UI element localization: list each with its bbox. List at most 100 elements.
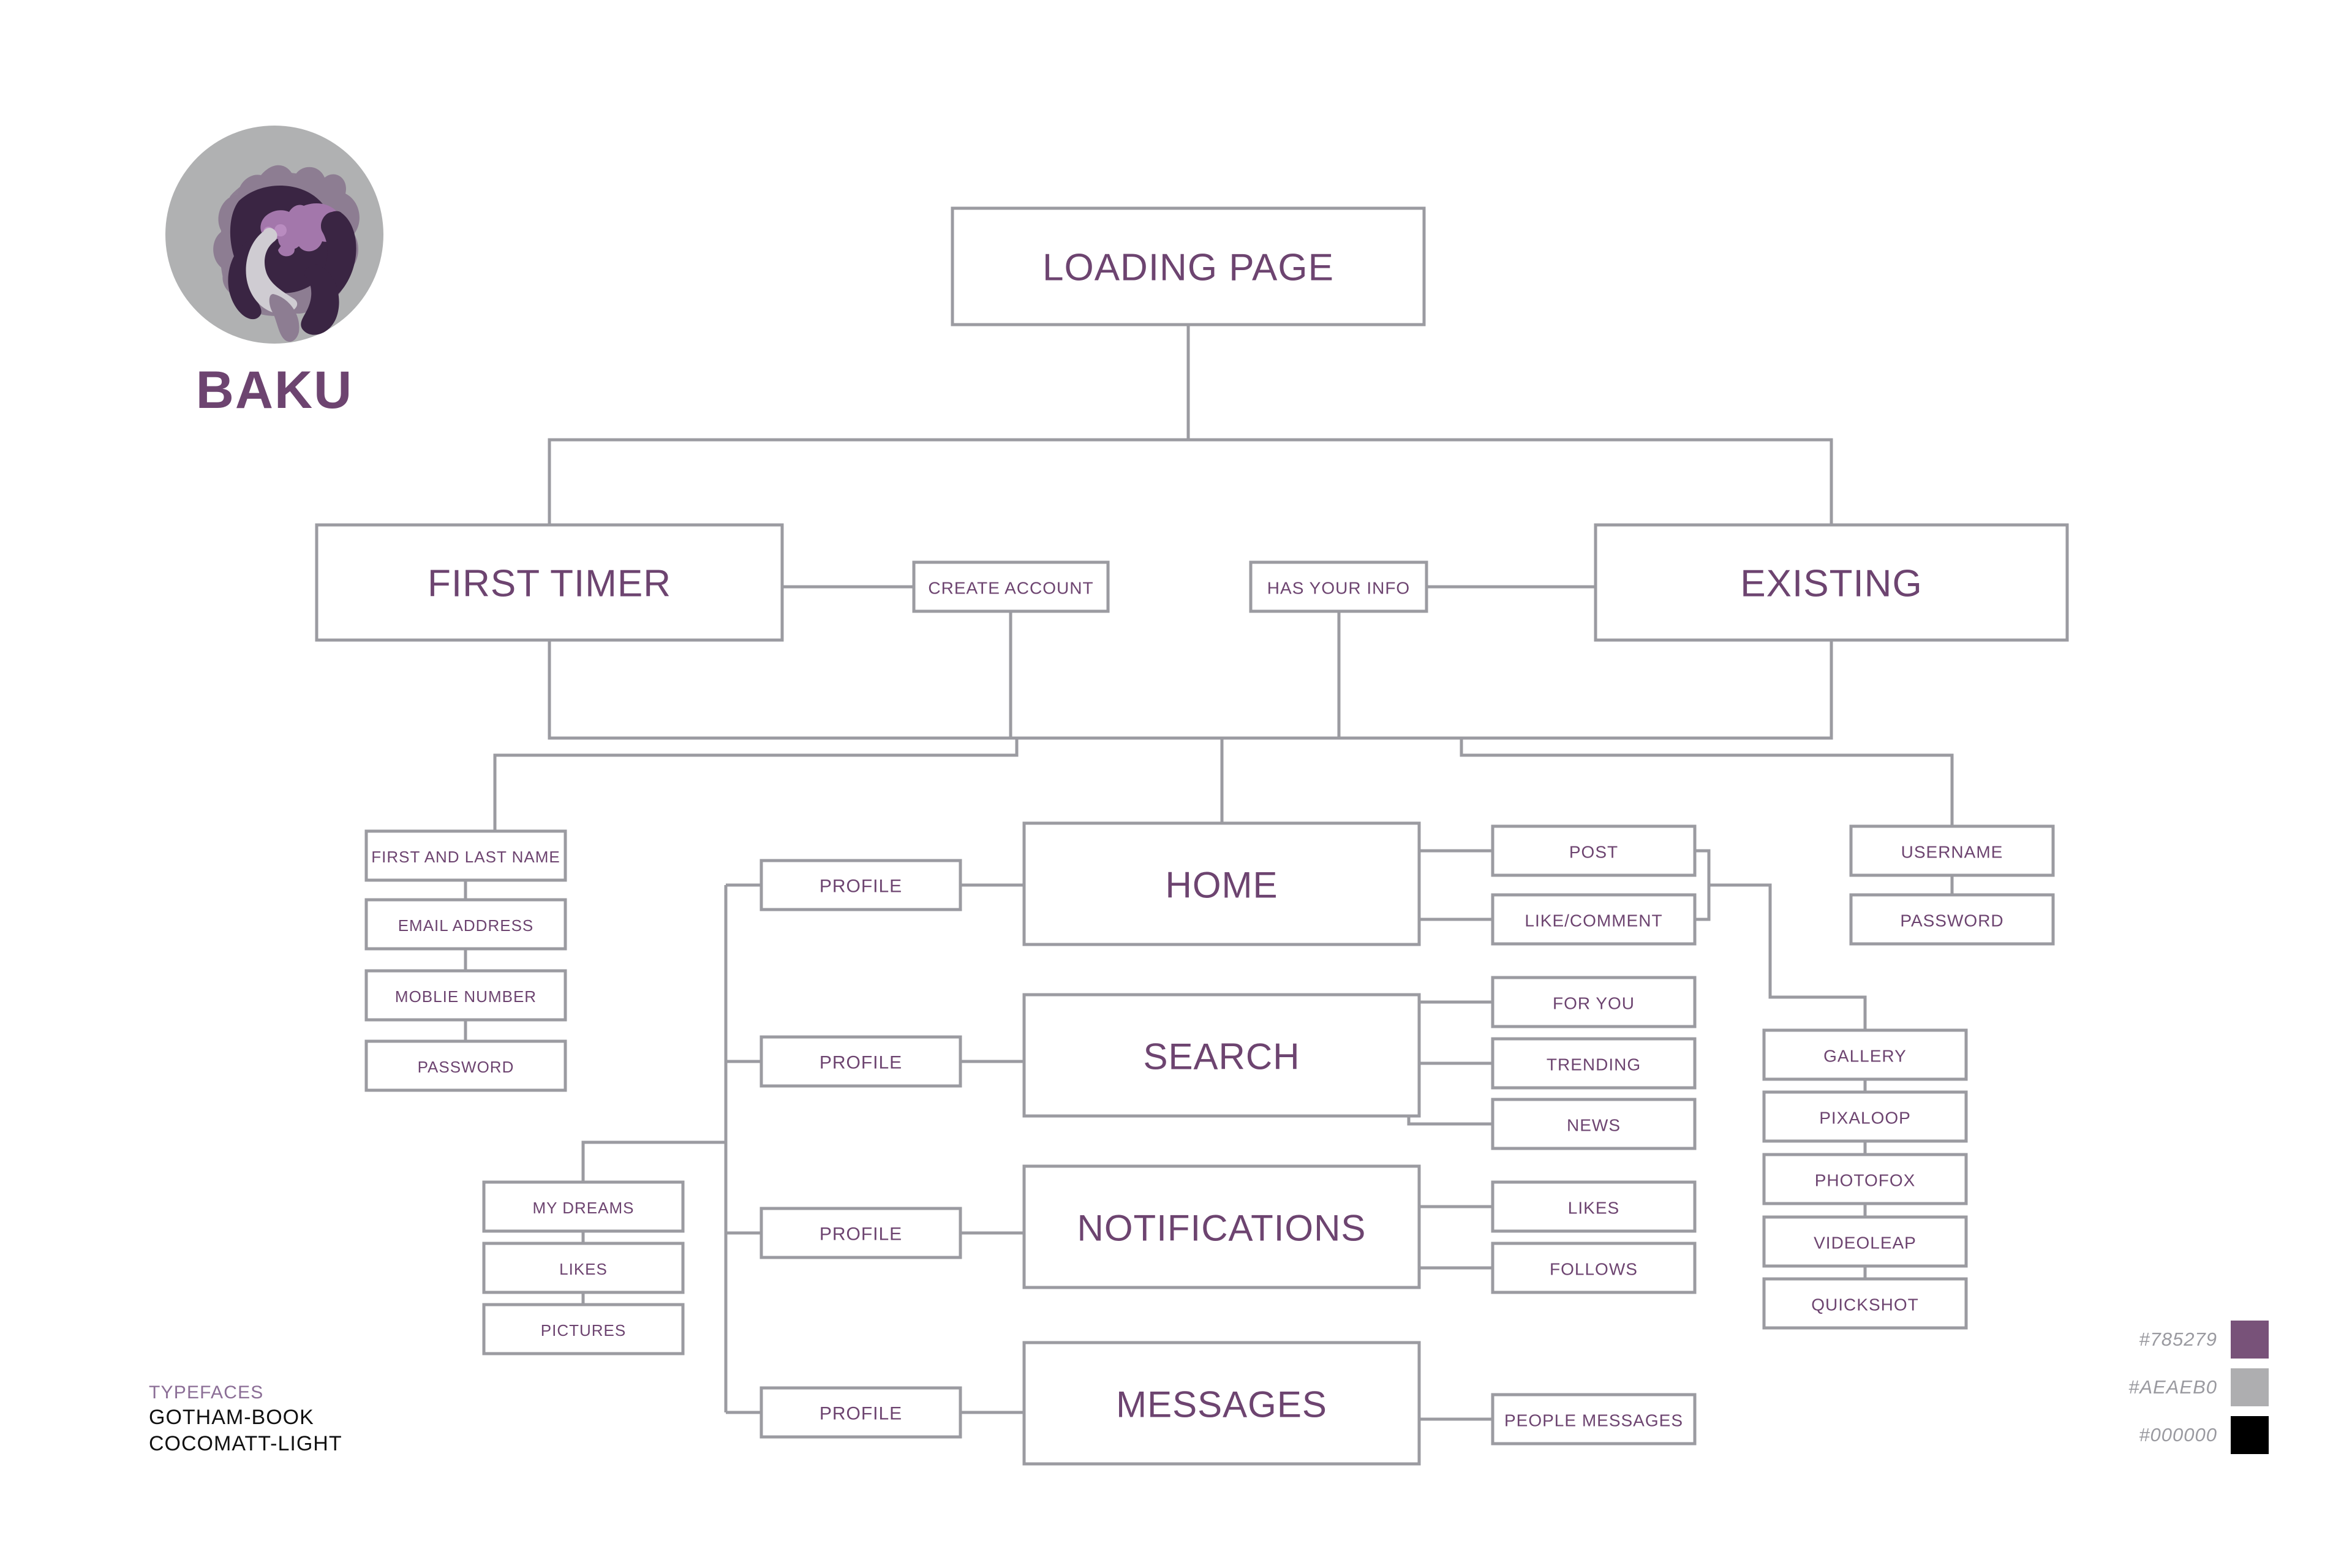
node-pictures[interactable]: PICTURES [482, 1303, 685, 1355]
node-label-create_account: CREATE ACCOUNT [928, 579, 1093, 598]
node-label-follows: FOLLOWS [1550, 1260, 1638, 1279]
node-box-for_you[interactable] [1491, 976, 1697, 1028]
node-box-create_account[interactable] [912, 560, 1110, 613]
node-box-likes_prof[interactable] [482, 1242, 685, 1294]
brand-name: BAKU [195, 361, 353, 420]
node-likes_notif[interactable]: LIKES [1491, 1180, 1697, 1233]
node-prof_notif[interactable]: PROFILE [760, 1207, 962, 1259]
node-has_your_info[interactable]: HAS YOUR INFO [1249, 560, 1428, 613]
node-box-quickshot[interactable] [1762, 1277, 1968, 1330]
node-box-username[interactable] [1849, 824, 2055, 877]
node-search[interactable]: SEARCH [1022, 993, 1421, 1118]
node-box-messages[interactable] [1022, 1341, 1421, 1466]
node-box-pixaloop[interactable] [1762, 1090, 1968, 1143]
node-box-prof_notif[interactable] [760, 1207, 962, 1259]
node-videoleap[interactable]: VIDEOLEAP [1762, 1215, 1968, 1268]
swatch-chip-0 [2231, 1321, 2269, 1359]
connector-post_merge-to-gallery [1709, 883, 1867, 1030]
node-box-my_dreams[interactable] [482, 1180, 685, 1233]
node-label-quickshot: QUICKSHOT [1811, 1295, 1918, 1314]
node-my_dreams[interactable]: MY DREAMS [482, 1180, 685, 1233]
node-photofox[interactable]: PHOTOFOX [1762, 1153, 1968, 1205]
node-trending[interactable]: TRENDING [1491, 1037, 1697, 1090]
node-box-mobile[interactable] [364, 969, 567, 1022]
node-pixaloop[interactable]: PIXALOOP [1762, 1090, 1968, 1143]
node-box-gallery[interactable] [1762, 1028, 1968, 1081]
node-box-notifications[interactable] [1022, 1164, 1421, 1289]
node-label-notifications: NOTIFICATIONS [1077, 1208, 1366, 1249]
node-box-post[interactable] [1491, 824, 1697, 877]
node-label-has_your_info: HAS YOUR INFO [1267, 579, 1410, 598]
node-box-prof_search[interactable] [760, 1035, 962, 1088]
node-first_last[interactable]: FIRST AND LAST NAME [364, 829, 567, 882]
node-box-like_comment[interactable] [1491, 893, 1697, 946]
node-existing[interactable]: EXISTING [1594, 523, 2069, 642]
node-box-news[interactable] [1491, 1098, 1697, 1150]
node-box-home[interactable] [1022, 821, 1421, 946]
node-box-pw_existing[interactable] [1849, 893, 2055, 946]
node-box-people_msgs[interactable] [1491, 1393, 1697, 1446]
node-people_msgs[interactable]: PEOPLE MESSAGES [1491, 1393, 1697, 1446]
node-label-email: EMAIL ADDRESS [398, 916, 534, 935]
node-notifications[interactable]: NOTIFICATIONS [1022, 1164, 1421, 1289]
node-news[interactable]: NEWS [1491, 1098, 1697, 1150]
mammoth-head-icon [158, 121, 391, 354]
node-box-existing[interactable] [1594, 523, 2069, 642]
node-messages[interactable]: MESSAGES [1022, 1341, 1421, 1466]
node-home[interactable]: HOME [1022, 821, 1421, 946]
node-prof_home[interactable]: PROFILE [760, 859, 962, 911]
node-box-pw_new[interactable] [364, 1039, 567, 1092]
node-label-news: NEWS [1567, 1116, 1621, 1135]
node-box-has_your_info[interactable] [1249, 560, 1428, 613]
node-box-prof_home[interactable] [760, 859, 962, 911]
node-like_comment[interactable]: LIKE/COMMENT [1491, 893, 1697, 946]
node-create_account[interactable]: CREATE ACCOUNT [912, 560, 1110, 613]
node-label-gallery: GALLERY [1823, 1047, 1907, 1066]
connector-search-to-for_you [1407, 1000, 1493, 1043]
node-loading[interactable]: LOADING PAGE [951, 206, 1426, 326]
node-box-search[interactable] [1022, 993, 1421, 1118]
typeface-secondary: COCOMATT-LIGHT [149, 1431, 342, 1455]
node-for_you[interactable]: FOR YOU [1491, 976, 1697, 1028]
node-box-videoleap[interactable] [1762, 1215, 1968, 1268]
node-label-search: SEARCH [1143, 1036, 1300, 1077]
node-likes_prof[interactable]: LIKES [482, 1242, 685, 1294]
node-post[interactable]: POST [1491, 824, 1697, 877]
node-pw_existing[interactable]: PASSWORD [1849, 893, 2055, 946]
node-box-first_last[interactable] [364, 829, 567, 882]
typefaces-block: TYPEFACES GOTHAM-BOOK COCOMATT-LIGHT [149, 1381, 342, 1457]
node-prof_search[interactable]: PROFILE [760, 1035, 962, 1088]
node-label-my_dreams: MY DREAMS [533, 1199, 635, 1217]
node-label-loading: LOADING PAGE [1042, 247, 1334, 289]
node-gallery[interactable]: GALLERY [1762, 1028, 1968, 1081]
node-label-photofox: PHOTOFOX [1815, 1171, 1916, 1190]
color-swatch-legend: #785279 #AEAEB0 #000000 [2076, 1320, 2269, 1463]
node-mobile[interactable]: MOBLIE NUMBER [364, 969, 567, 1022]
node-box-email[interactable] [364, 898, 567, 951]
node-prof_msg[interactable]: PROFILE [760, 1386, 962, 1439]
node-pw_new[interactable]: PASSWORD [364, 1039, 567, 1092]
node-box-likes_notif[interactable] [1491, 1180, 1697, 1233]
swatch-chip-2 [2231, 1416, 2269, 1454]
node-follows[interactable]: FOLLOWS [1491, 1242, 1697, 1294]
node-box-loading[interactable] [951, 206, 1426, 326]
node-label-prof_home: PROFILE [820, 876, 902, 897]
node-quickshot[interactable]: QUICKSHOT [1762, 1277, 1968, 1330]
node-label-home: HOME [1166, 865, 1278, 906]
node-box-follows[interactable] [1491, 1242, 1697, 1294]
node-box-pictures[interactable] [482, 1303, 685, 1355]
node-box-trending[interactable] [1491, 1037, 1697, 1090]
node-box-prof_msg[interactable] [760, 1386, 962, 1439]
node-box-photofox[interactable] [1762, 1153, 1968, 1205]
connector-trunk1-to-username [1460, 738, 1954, 826]
connector-post-to-gallery [1695, 849, 1711, 921]
node-username[interactable]: USERNAME [1849, 824, 2055, 877]
node-box-first_timer[interactable] [315, 523, 784, 642]
node-label-pixaloop: PIXALOOP [1819, 1109, 1911, 1128]
brand-logo: BAKU [158, 121, 391, 428]
node-label-prof_msg: PROFILE [820, 1404, 902, 1424]
node-first_timer[interactable]: FIRST TIMER [315, 523, 784, 642]
node-label-like_comment: LIKE/COMMENT [1525, 911, 1662, 930]
node-email[interactable]: EMAIL ADDRESS [364, 898, 567, 951]
